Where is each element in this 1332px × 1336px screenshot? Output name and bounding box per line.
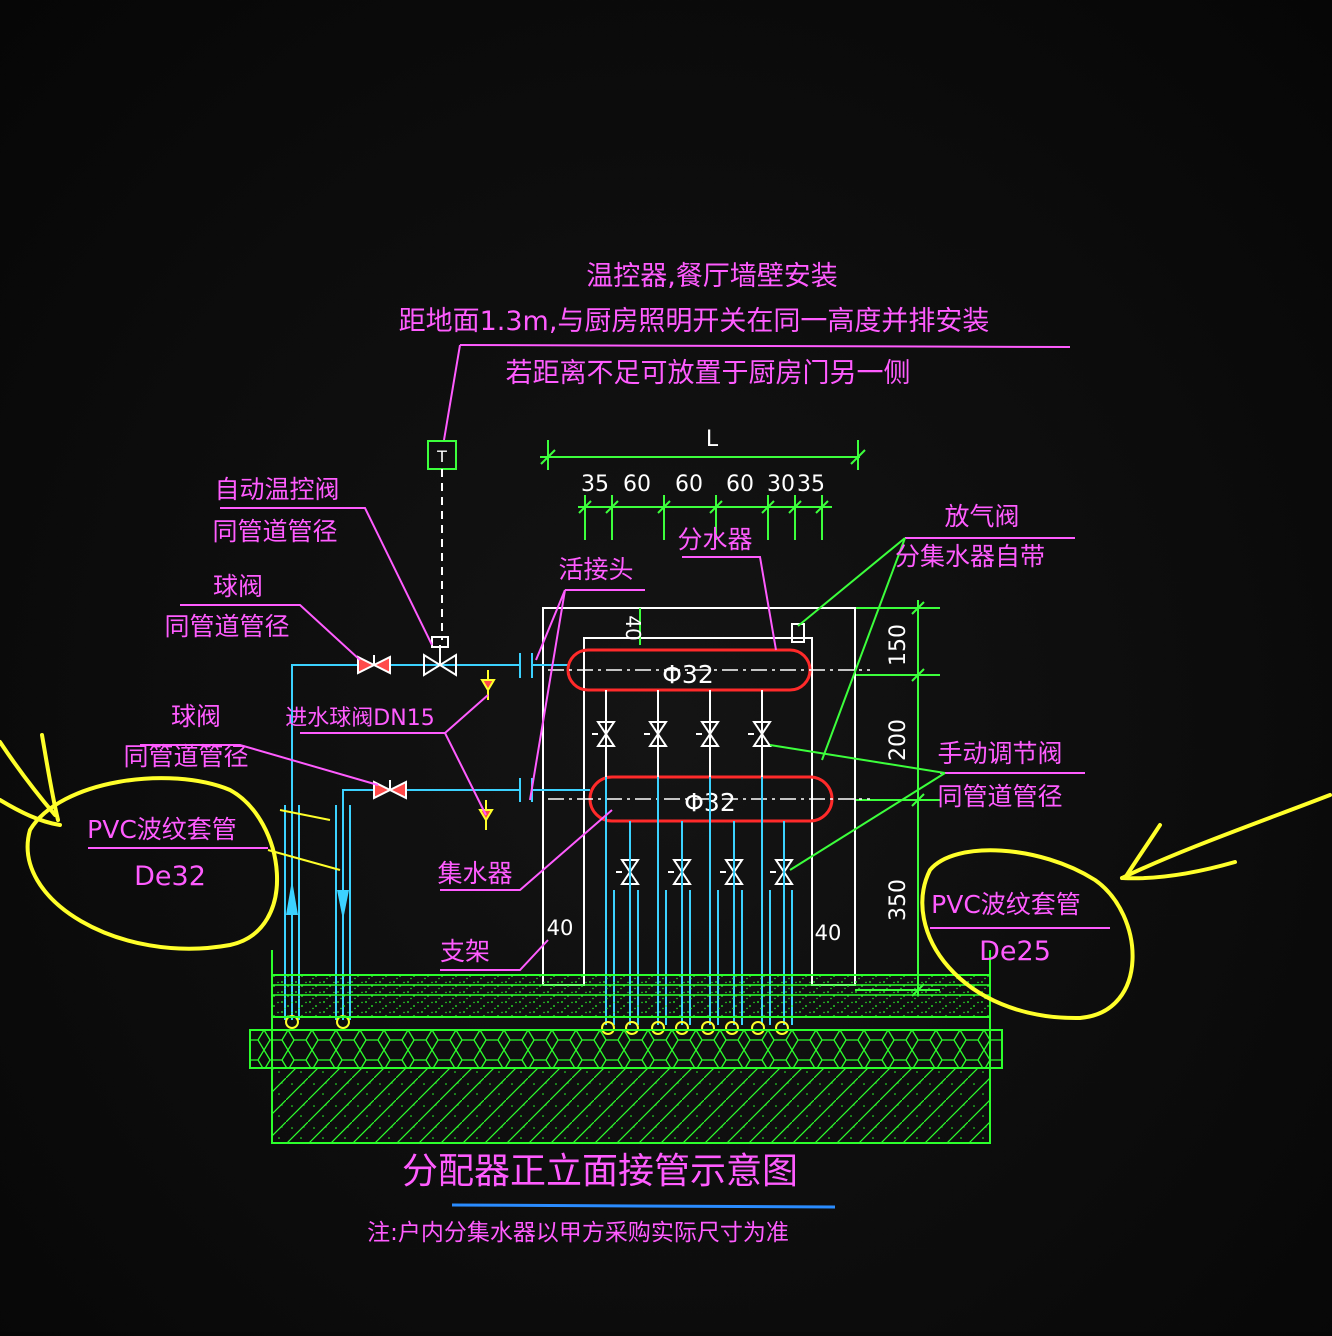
label-manual-valve-1: 手动调节阀 [937,739,1062,768]
floor-pipe-ends [285,1015,789,1035]
thermostat-symbol-label: T [436,447,447,466]
handdrawn-highlights [0,733,1332,1021]
floor-construction [249,950,1003,1144]
dim-seg-6: 35 [797,472,825,497]
label-ball-valve-bottom-2: 同管道管径 [123,742,248,771]
label-air-vent-1: 放气阀 [944,502,1019,531]
thermostat-note-line2: 距地面1.3m,与厨房照明开关在同一高度并排安装 [399,306,990,337]
branch-valve-upper-4-icon [748,690,772,777]
dim-seg-2: 60 [623,472,651,497]
label-air-vent-2: 分集水器自带 [895,542,1045,571]
slab-layer [271,1067,991,1144]
label-inlet-filter: 进水球阀DN15 [285,706,434,731]
highlight-arrow-left-3 [0,740,57,817]
branch-valve-lower-4-icon [770,859,794,885]
label-ball-valve-top-1: 球阀 [213,572,263,601]
branch-valve-lower-2-icon [668,859,692,885]
highlight-circle-right [920,848,1135,1021]
dim-leg-right: 40 [815,921,842,945]
highlight-arrow-right-2 [1123,823,1162,880]
title-underline [451,1203,836,1209]
dim-total-L: L [706,427,719,452]
top-dimension-chain [540,440,866,540]
thermostat-leader [443,344,461,441]
dim-seg-1: 35 [581,472,609,497]
label-distributor: 分水器 [677,525,752,554]
return-flow-arrow-icon [337,890,349,920]
highlight-arrow-right-1 [1120,793,1332,880]
pipe-size-upper: Φ32 [662,660,714,689]
dim-seg-3: 60 [675,472,703,497]
label-bracket: 支架 [440,937,490,966]
branch-valve-lower-3-icon [720,859,744,885]
collector-branch-valves [616,859,794,885]
drawing-title: 分配器正立面接管示意图 [402,1151,798,1192]
annotation-leaders [88,507,1110,971]
dim-vert-200: 200 [886,719,911,761]
dim-vert-350: 350 [886,879,911,921]
label-pvc-right-1: PVC波纹套管 [931,890,1081,919]
label-manual-valve-2: 同管道管径 [937,782,1062,811]
label-collector: 集水器 [437,859,512,888]
thermostat-note-line3: 若距离不足可放置于厨房门另一侧 [506,358,911,389]
highlight-circle-left [25,776,279,951]
drawing-note: 注:户内分集水器以甲方采购实际尺寸为准 [367,1220,789,1246]
highlight-arrow-left-1 [0,798,62,827]
auto-thermostatic-valve-icon [423,636,457,677]
dim-leg-left: 40 [547,916,574,940]
label-pvc-left-2: De32 [134,861,206,892]
insulation-layer [249,1029,1003,1069]
label-auto-valve-2: 同管道管径 [212,517,337,546]
air-vent-icon [791,623,805,643]
branch-valve-upper-3-icon [696,690,720,777]
label-auto-valve-1: 自动温控阀 [214,475,339,504]
highlight-arrow-right-3 [1120,860,1237,881]
supply-flow-arrow-icon [286,880,298,915]
screed-layer [271,974,991,1018]
thermostat-note-line1: 温控器,餐厅墙壁安装 [586,261,838,292]
dim-vert-150: 150 [886,624,911,666]
label-pvc-right-2: De25 [979,936,1051,967]
thermostat-note-underline [459,344,1071,348]
label-ball-valve-top-2: 同管道管径 [164,612,289,641]
branch-valve-upper-2-icon [644,690,668,777]
label-pvc-left-1: PVC波纹套管 [87,815,237,844]
dim-top-offset: 40 [621,615,645,640]
ball-valve-supply-icon [357,655,391,675]
branch-valve-lower-1-icon [616,859,640,885]
distributor-branch-valves [592,690,772,777]
ball-valve-return-icon [373,780,407,800]
dim-seg-5: 30 [767,472,795,497]
label-union: 活接头 [558,555,633,584]
highlight-arrow-left-2 [40,733,60,822]
dim-seg-4: 60 [726,472,754,497]
label-ball-valve-bottom-1: 球阀 [171,702,221,731]
branch-valve-upper-1-icon [592,690,616,777]
